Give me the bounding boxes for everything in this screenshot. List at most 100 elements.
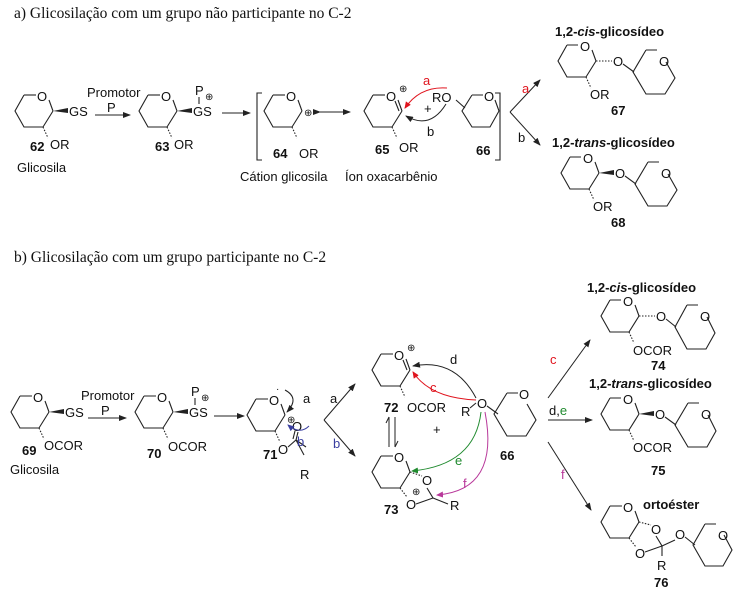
wedge-bond — [173, 409, 188, 414]
hash-bond — [585, 76, 592, 89]
path-de-label: d,e — [549, 403, 567, 418]
arrow-path-e — [411, 411, 482, 474]
positive-charge: ⊕ — [399, 84, 407, 95]
product-name: 1,2-trans-glicosídeo — [589, 376, 712, 391]
gs-group: GS — [189, 405, 208, 420]
compound-number: 69 — [22, 443, 36, 458]
positive-charge: ⊕ — [304, 108, 312, 119]
arrow-path-b — [287, 424, 310, 432]
compound-number: 71 — [263, 447, 277, 462]
ring-oxygen: O — [718, 528, 728, 543]
ring-oxygen: O — [701, 407, 711, 422]
ring-bonds — [674, 402, 717, 448]
ring-bond — [610, 505, 640, 523]
hash-bond — [638, 521, 652, 526]
compound-75: 1,2-trans-glicosídeo O O O OCOR 75 — [589, 376, 717, 478]
bond — [664, 416, 677, 426]
bond — [455, 99, 466, 109]
bracket-right — [495, 92, 501, 161]
hash-bond — [274, 430, 281, 443]
section-a-title: a) Glicosilação com um grupo não partici… — [14, 5, 351, 22]
compound-caption: Íon oxacarbênio — [345, 169, 438, 184]
compound-number: 74 — [651, 358, 666, 373]
ring-oxygen: O — [37, 89, 47, 104]
or-group: OR — [50, 137, 70, 152]
path-b-label: b — [297, 434, 304, 449]
compound-63: O GS P ⊕ OR 63 — [138, 83, 213, 154]
ring-oxygen: O — [286, 89, 296, 104]
compound-73: O O O ⊕ R 73 — [371, 450, 459, 517]
ring-oxygen: O — [583, 151, 593, 166]
compound-number: 70 — [147, 446, 161, 461]
hash-bond — [628, 537, 637, 548]
ring-bond — [144, 395, 174, 413]
compound-76: ortoéster O O O O O R 76 — [600, 497, 733, 590]
path-a-label: a — [330, 391, 338, 406]
plus-sign: + — [433, 422, 441, 437]
compound-71: O · ⊕ a O O R b 71 — [246, 384, 311, 482]
bond — [624, 175, 637, 185]
ring-bonds — [371, 455, 411, 489]
path-b-label: b — [518, 130, 525, 145]
hash-bond — [628, 331, 635, 344]
ring-bond — [570, 156, 600, 174]
promoter-label: Promotor — [87, 85, 141, 100]
path-e-label: e — [455, 453, 462, 468]
arrow-path-d — [412, 361, 477, 399]
ring-bonds — [10, 395, 50, 429]
ring-bond — [172, 99, 178, 112]
plus-sign: + — [424, 101, 432, 116]
arrow-to-72 — [323, 383, 356, 421]
path-f-label: f — [561, 467, 565, 482]
path-b-label: b — [427, 124, 434, 139]
wedge-bond — [177, 108, 192, 113]
ring-bond — [610, 299, 640, 317]
compound-number: 64 — [273, 146, 288, 161]
ring-oxygen: O — [580, 39, 590, 54]
ring-bonds — [557, 44, 597, 78]
promoter-symbol: P — [107, 100, 116, 115]
compound-number: 75 — [651, 463, 665, 478]
ring-oxygen: O — [269, 393, 279, 408]
equilibrium-heads — [385, 416, 399, 448]
compound-72: O ⊕ OCOR 72 — [371, 343, 446, 415]
nucleophile-r: R — [461, 404, 470, 419]
ring-bond — [381, 455, 411, 473]
promoter-label: Promotor — [81, 388, 135, 403]
compound-65: O ⊕ OR 65 Íon oxacarbênio — [345, 84, 438, 184]
product-name: 1,2-cis-glicosídeo — [555, 24, 664, 39]
gs-group: GS — [193, 104, 212, 119]
dioxolane-oxygen: O — [635, 546, 645, 561]
ring-oxygen: O — [661, 166, 671, 181]
or-group: OR — [174, 137, 194, 152]
bond — [665, 318, 677, 328]
path-a-label: a — [303, 391, 311, 406]
r-group: R — [450, 498, 459, 513]
ring-bonds — [371, 353, 411, 387]
ring-bonds — [692, 523, 733, 567]
compound-number: 66 — [476, 143, 490, 158]
ring-oxygen: O — [700, 309, 710, 324]
nucleophile-ro: RO — [432, 90, 452, 105]
or-group: OR — [590, 87, 610, 102]
compound-caption: Glicosila — [17, 160, 67, 175]
positive-charge: ⊕ — [412, 487, 420, 498]
bond — [622, 63, 635, 73]
compound-caption: Cátion glicosila — [240, 169, 328, 184]
compound-number: 65 — [375, 142, 389, 157]
or-group: OR — [593, 199, 613, 214]
arrow-path-c — [412, 371, 477, 401]
ring-bonds — [415, 487, 449, 505]
ring-oxygen: O — [659, 54, 669, 69]
double-bond — [394, 99, 403, 112]
section-b-title: b) Glicosilação com um grupo participant… — [14, 249, 326, 266]
wedge-bond — [639, 411, 654, 416]
dioxolane-oxygen: O — [651, 522, 661, 537]
ring-bonds — [461, 94, 500, 128]
arrow-to-73 — [323, 419, 356, 457]
promoter-symbol: P — [101, 403, 110, 418]
or-group: OR — [399, 140, 419, 155]
compound-number: 73 — [384, 502, 398, 517]
compound-number: 67 — [611, 103, 625, 118]
ring-bonds — [632, 49, 676, 95]
